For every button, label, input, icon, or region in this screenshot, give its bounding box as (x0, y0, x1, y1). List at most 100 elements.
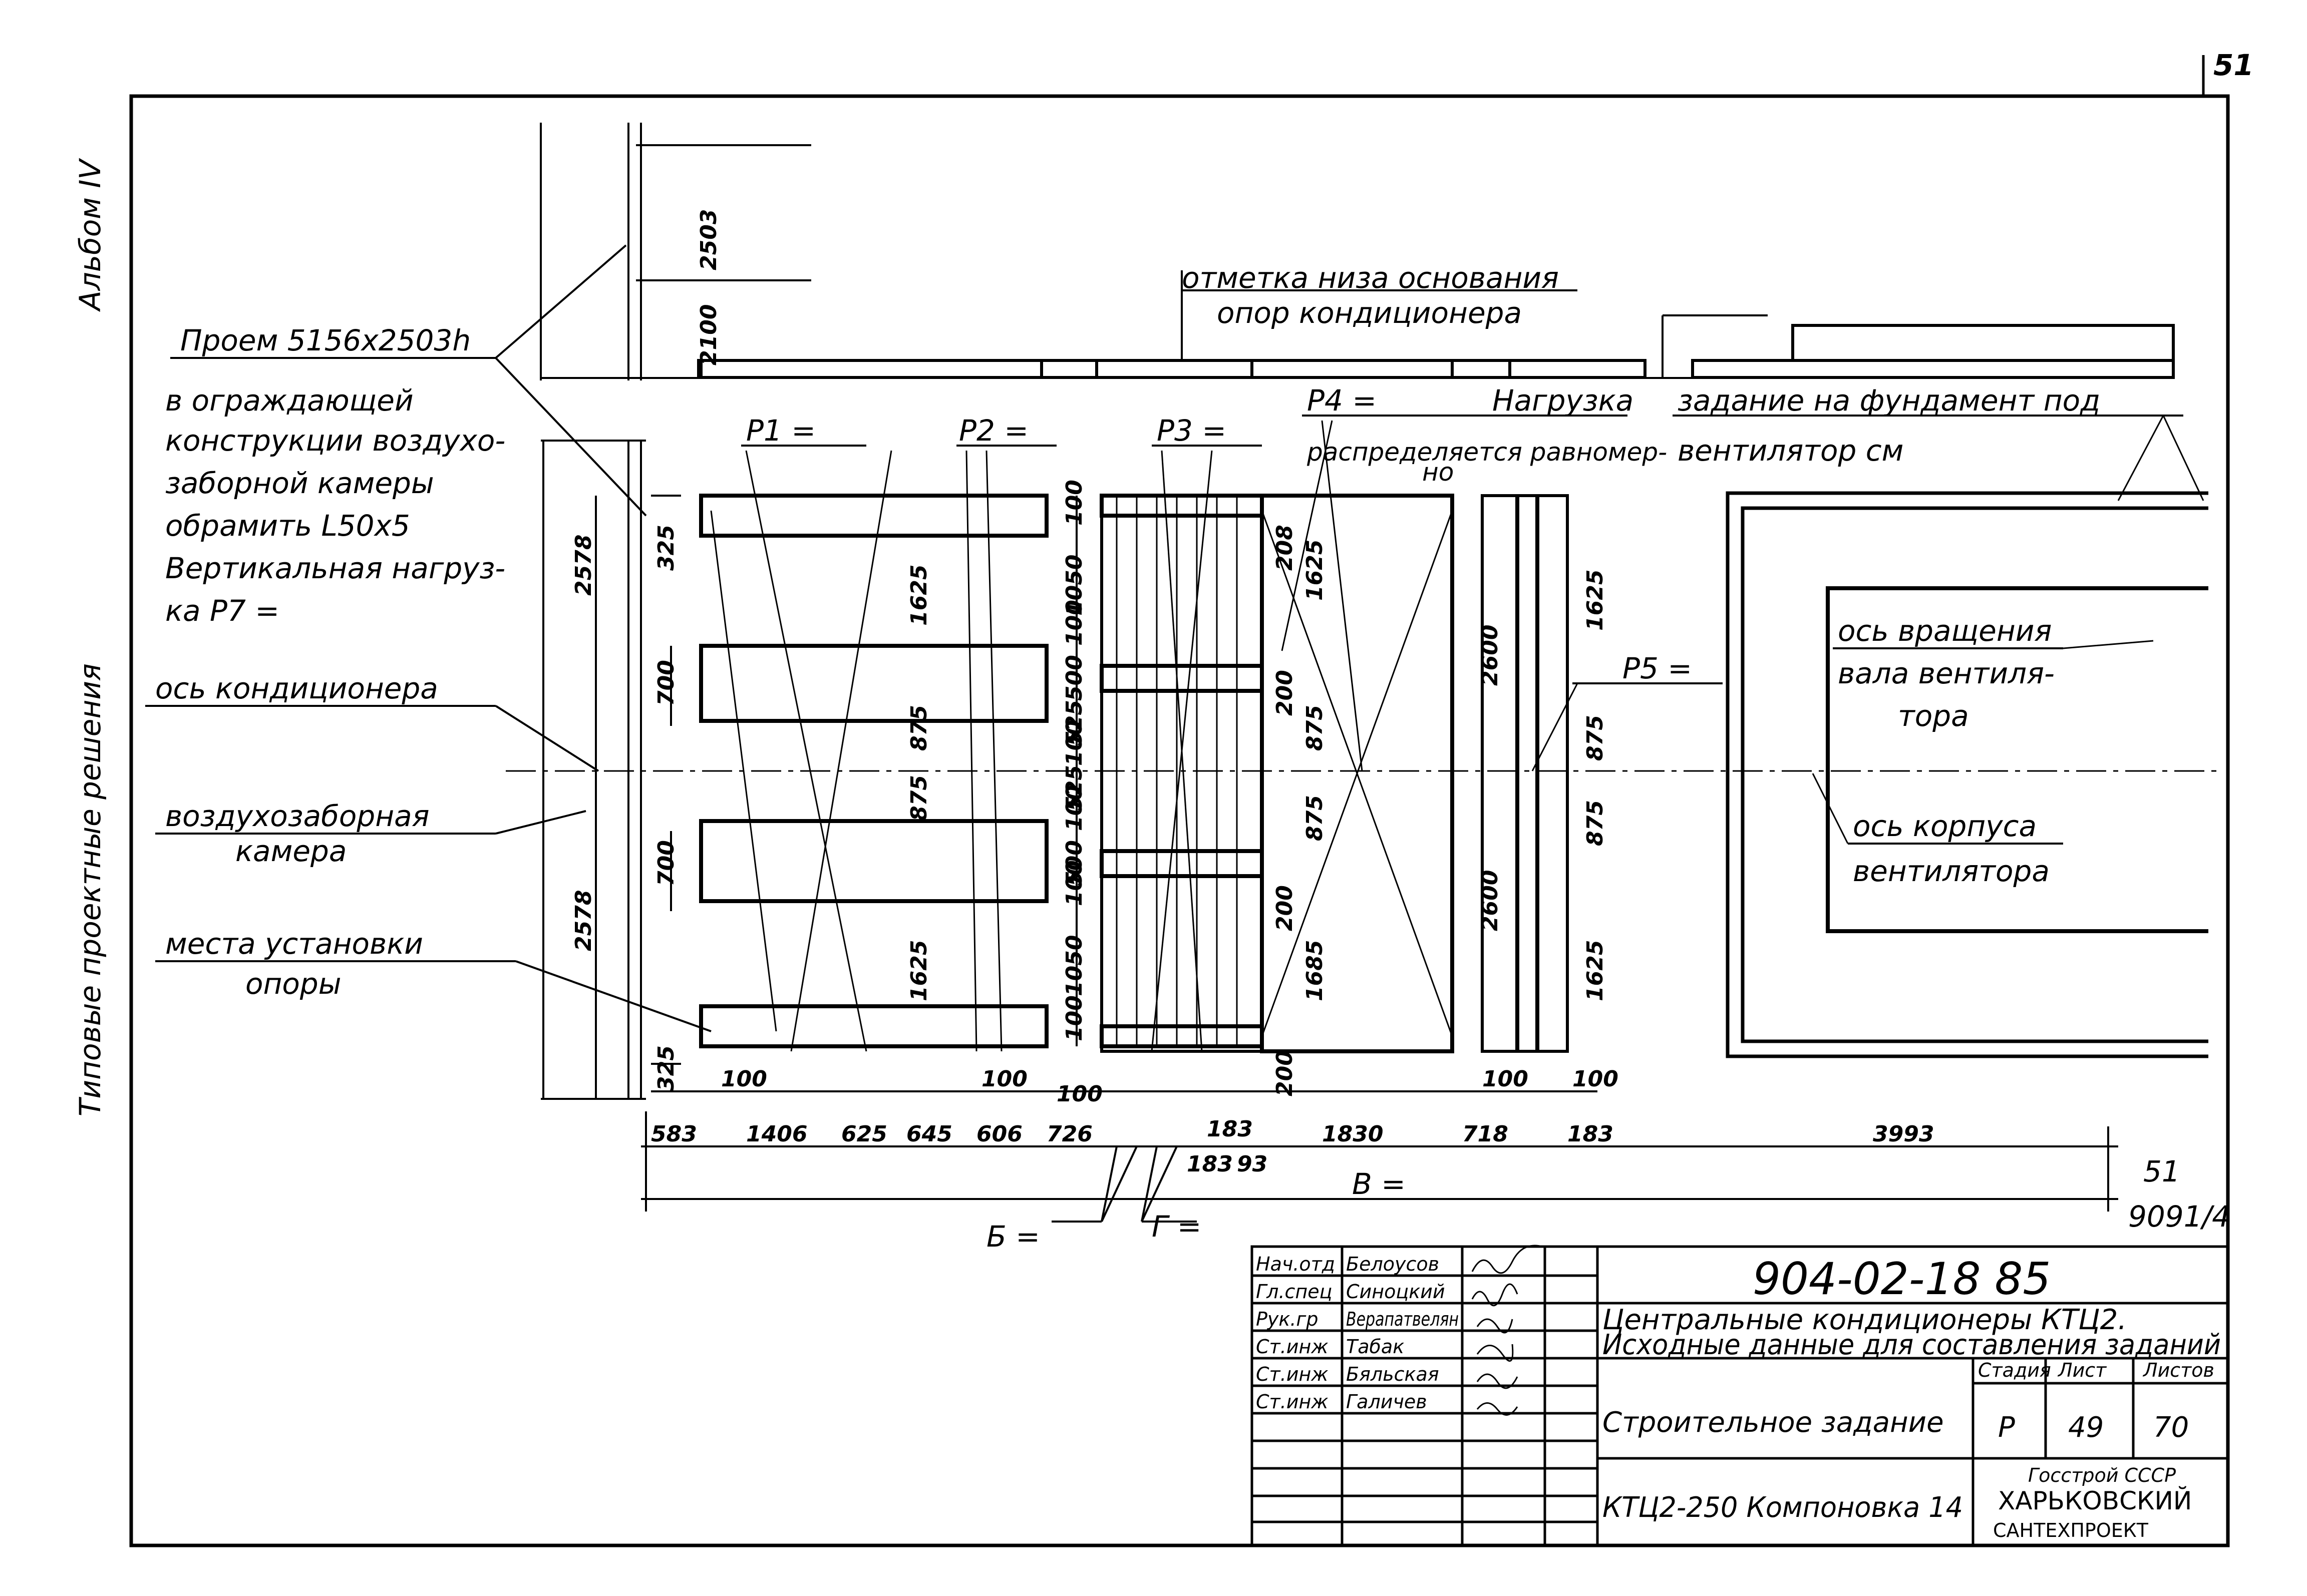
dim-525-b: 525 (1062, 765, 1087, 811)
opening-note-7: ка P7 = (165, 594, 279, 628)
g-equals: Г = (1152, 1210, 1201, 1244)
dim-500-b: 500 (1062, 840, 1087, 886)
tb-role-4: Ст.инж (1256, 1336, 1329, 1358)
dim-2600-bottom: 2600 (1477, 870, 1503, 931)
dim-875-d: 875 (1302, 795, 1328, 841)
tb-sheet: 49 (2068, 1411, 2104, 1444)
dim-2100: 2100 (696, 304, 722, 365)
hdim-625: 625 (841, 1121, 887, 1147)
tb-title-2: Исходные данные для составления заданий (1602, 1329, 2221, 1361)
tb-name-4: Табак (1346, 1336, 1404, 1358)
bottom-dimension-chain (641, 1090, 2118, 1223)
hdim-1406: 1406 (746, 1121, 807, 1147)
b-equals: Б = (986, 1220, 1040, 1254)
base-mark-note-1: отметка низа основания (1182, 261, 1559, 295)
hdim-726: 726 (1047, 1121, 1093, 1147)
load-title: Нагрузка (1492, 383, 1633, 418)
fan-support-frame (1481, 494, 1569, 1053)
hdim-93: 93 (1237, 1151, 1267, 1177)
task-leader-1 (2117, 415, 2164, 501)
p2-label: P2 = (959, 414, 1029, 448)
p3-label: P3 = (1157, 414, 1226, 448)
dim-525-a: 525 (1062, 700, 1087, 746)
dim-100-a: 100 (1062, 480, 1087, 526)
tb-name-1: Белоусов (1346, 1253, 1439, 1275)
rotation-axis-leader (2063, 640, 2154, 649)
conditioner-frame (1100, 494, 1454, 1053)
series-label: Типовые проектные решения (73, 663, 107, 1116)
opening-note-3: конструкции воздухо- (165, 424, 505, 458)
rotation-axis-3: тора (1898, 699, 1969, 733)
dim-1050-a: 1050 (1062, 555, 1087, 616)
hdim-606: 606 (976, 1121, 1023, 1147)
tb-role-1: Нач.отд (1256, 1253, 1335, 1275)
dim-2578-top: 2578 (571, 535, 596, 596)
dim-100-b: 100 (1062, 600, 1087, 646)
dim-2600-top: 2600 (1477, 625, 1503, 686)
dim-875-c: 875 (1302, 705, 1328, 751)
load-dist-1: распределяется равномер- (1306, 438, 1667, 467)
body-axis-2: вентилятора (1853, 854, 2050, 888)
hdim-3993: 3993 (1873, 1121, 1934, 1147)
tb-role-5: Ст.инж (1256, 1363, 1329, 1385)
dim-875-f: 875 (1582, 800, 1608, 846)
chamber-note-1: воздухозаборная (165, 799, 430, 833)
dim-2503: 2503 (696, 209, 722, 270)
signatures (1471, 1245, 1543, 1416)
body-axis-leader (1812, 773, 1849, 844)
axis-note: ось кондиционера (155, 671, 438, 705)
hdim-718: 718 (1462, 1121, 1508, 1147)
tb-org-2: ХАРЬКОВСКИЙ (1998, 1486, 2192, 1515)
opening-leader-2 (495, 357, 647, 517)
tb-org-1: Госстрой СССР (2028, 1464, 2176, 1486)
v-equals: В = (1352, 1167, 1406, 1201)
title-block-grid (1250, 1245, 2229, 1547)
dim-1625-e: 1625 (1582, 940, 1608, 1001)
p1-label: P1 = (746, 414, 816, 448)
chamber-note-2: камера (235, 834, 347, 868)
fan-foundation (1726, 491, 2208, 1058)
rotation-axis-1: ось вращения (1838, 614, 2052, 648)
tb-stage-head: Стадия (1978, 1359, 2051, 1381)
dim-100-f: 100 (1062, 995, 1087, 1041)
conditioner-frame-studs (1116, 450, 1238, 1052)
tb-role-6: Ст.инж (1256, 1391, 1329, 1413)
supports-note-1: места установки (165, 927, 423, 961)
load-dist-2: но (1422, 458, 1454, 487)
dim-208: 208 (1272, 525, 1297, 571)
hdim-183-b: 183 (1187, 1151, 1233, 1177)
dim-1050-b: 1050 (1062, 935, 1087, 996)
support-beams-section-1 (699, 494, 1049, 1048)
dim-875-e: 875 (1582, 715, 1608, 761)
dim-875-b: 875 (906, 775, 932, 821)
opening-note-6: Вертикальная нагруз- (165, 551, 505, 585)
base-mark-note-2: опор кондиционера (1217, 296, 1522, 330)
p5-leader (1531, 683, 1578, 771)
body-axis-1: ось корпуса (1853, 809, 2037, 843)
task-note-2: вентилятор см (1678, 434, 1903, 468)
tb-title-1: Центральные кондиционеры КТЦ2. (1602, 1304, 2127, 1336)
dim-200-a: 200 (1272, 670, 1297, 716)
task-leader-2 (2162, 415, 2204, 501)
p4-label: P4 = (1307, 383, 1377, 418)
tb-org-3: САНТЕХПРОЕКТ (1993, 1519, 2149, 1541)
dim-325-top: 325 (653, 525, 679, 571)
p5-label: P5 = (1622, 651, 1692, 685)
tb-sheet-head: Лист (2057, 1359, 2107, 1381)
dim-100-d: 100 (1062, 785, 1087, 831)
dim-2578-bottom: 2578 (571, 890, 596, 951)
task-note-1: задание на фундамент под (1678, 383, 2100, 418)
tb-code: 904-02-18 85 (1753, 1253, 2051, 1305)
opening-note-5: обрамить L50x5 (165, 509, 410, 543)
top-dimension-chain (540, 123, 2173, 380)
p4-leader-1 (1321, 420, 1363, 771)
hdim-183-a: 183 (1207, 1116, 1253, 1142)
supports-note-2: опоры (245, 967, 342, 1001)
dim-1685: 1685 (1302, 940, 1328, 1001)
dim-1625-d: 1625 (1582, 570, 1608, 631)
opening-note: Проем 5156x2503h (180, 323, 471, 357)
opening-note-4: заборной камеры (165, 466, 434, 500)
bdim-100-e: 100 (1572, 1066, 1618, 1092)
dim-1625-a: 1625 (906, 565, 932, 626)
